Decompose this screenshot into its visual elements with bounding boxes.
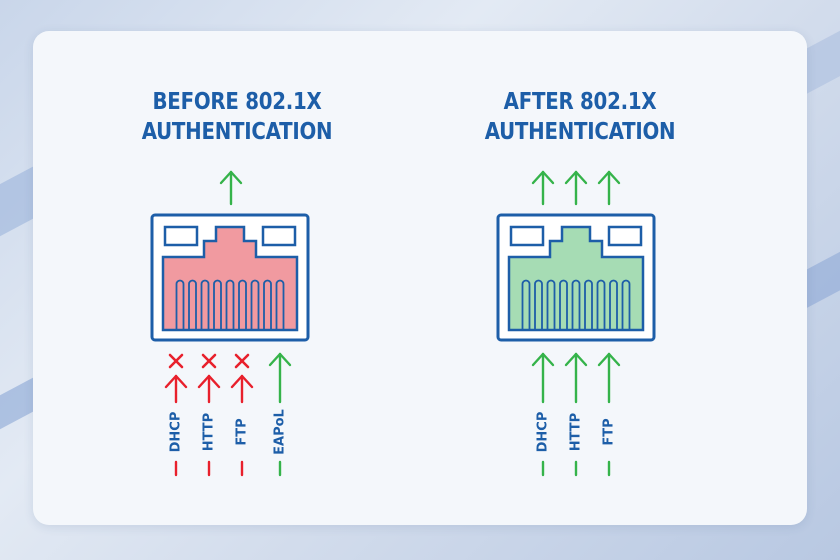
panel1-ethernet-port-icon-pin bbox=[559, 279, 568, 329]
panel1-output-arrow-icon-head bbox=[564, 170, 588, 185]
panel1-output-arrow-icon bbox=[597, 170, 621, 206]
panel0-protocol-3-arrow-icon-head bbox=[268, 352, 292, 367]
panel0-protocol-2-arrow-icon bbox=[230, 374, 254, 404]
panel0-protocol-0-label: DHCP bbox=[169, 412, 184, 453]
panel0-ethernet-port-icon-pin bbox=[200, 279, 210, 329]
before-title: BEFORE 802.1X AUTHENTICATION bbox=[99, 87, 374, 147]
panel0-ethernet-port-icon-pin bbox=[225, 279, 235, 329]
panel0-protocol-1-label: HTTP bbox=[202, 413, 217, 451]
panel1-ethernet-port-icon-pin bbox=[584, 279, 593, 329]
panel0-output-arrow-icon bbox=[219, 170, 243, 206]
after-title: AFTER 802.1X AUTHENTICATION bbox=[442, 87, 717, 147]
panel0-ethernet-port-icon-pin bbox=[175, 279, 185, 329]
panel1-ethernet-port-icon-led-left bbox=[509, 225, 545, 247]
panel0-ethernet-port-icon-pin bbox=[275, 279, 285, 329]
panel0-protocol-2-blocked-x-icon-b bbox=[234, 353, 250, 369]
panel1-ethernet-port-icon-pin bbox=[621, 279, 631, 329]
panel1-protocol-2-label: FTP bbox=[602, 418, 617, 445]
after-title-line1: AFTER 802.1X bbox=[503, 89, 657, 115]
panel1-protocol-2-arrow-icon-head bbox=[597, 352, 621, 367]
panel0-ethernet-port-icon-pin bbox=[188, 279, 197, 329]
before-title-line1: BEFORE 802.1X bbox=[152, 89, 322, 115]
panel1-protocol-2-arrow-icon bbox=[597, 352, 621, 404]
panel1-protocol-0-arrow-icon bbox=[531, 352, 555, 404]
panel1-protocol-1-arrow-icon bbox=[564, 352, 588, 404]
panel1-output-arrow-icon-head bbox=[597, 170, 621, 185]
panel1-ethernet-port-icon-pin bbox=[596, 279, 606, 329]
panel0-ethernet-port-icon-led-right bbox=[261, 225, 297, 247]
panel0-ethernet-port-icon-pin bbox=[238, 279, 247, 329]
panel0-output-arrow-icon-head bbox=[219, 170, 243, 185]
panel0-protocol-2-blocked-x-icon bbox=[234, 353, 250, 369]
panel0-protocol-0-blocked-x-icon bbox=[168, 353, 184, 369]
panel1-output-arrow-icon bbox=[531, 170, 555, 206]
panel1-protocol-1-label: HTTP bbox=[569, 413, 584, 451]
panel0-protocol-1-blocked-x-icon bbox=[201, 353, 217, 369]
panel1-ethernet-port-icon-pin bbox=[546, 279, 556, 329]
panel1-protocol-0-arrow-icon-head bbox=[531, 352, 555, 367]
panel0-protocol-2-label: FTP bbox=[235, 418, 250, 445]
before-title-line2: AUTHENTICATION bbox=[141, 119, 333, 145]
panel0-protocol-1-arrow-icon bbox=[197, 374, 221, 404]
panel0-ethernet-port-icon-led-left bbox=[163, 225, 199, 247]
panel1-ethernet-port-icon bbox=[496, 213, 656, 342]
panel0-ethernet-port-icon-pin bbox=[213, 279, 222, 329]
panel0-ethernet-port-icon-pin bbox=[263, 279, 272, 329]
panel1-ethernet-port-icon-pin bbox=[609, 279, 618, 329]
panel0-protocol-3-arrow-icon bbox=[268, 352, 292, 404]
panel0-ethernet-port-icon-pin bbox=[250, 279, 260, 329]
panel0-protocol-2-arrow-icon-head bbox=[230, 374, 254, 389]
panel0-protocol-0-blocked-x-icon-b bbox=[168, 353, 184, 369]
panel0-protocol-0-arrow-icon bbox=[164, 374, 188, 404]
panel1-ethernet-port-icon-pin bbox=[571, 279, 581, 329]
panel1-output-arrow-icon-head bbox=[531, 170, 555, 185]
panel1-ethernet-port-icon-pin bbox=[534, 279, 543, 329]
panel1-ethernet-port-icon-pin bbox=[521, 279, 531, 329]
panel0-protocol-3-label: EAPoL bbox=[273, 409, 288, 455]
panel1-protocol-0-label: DHCP bbox=[536, 412, 551, 453]
panel0-protocol-1-arrow-icon-head bbox=[197, 374, 221, 389]
panel1-ethernet-port-icon-led-right bbox=[607, 225, 643, 247]
panel0-protocol-1-blocked-x-icon-b bbox=[201, 353, 217, 369]
panel1-output-arrow-icon bbox=[564, 170, 588, 206]
panel0-ethernet-port-icon bbox=[150, 213, 310, 342]
after-title-line2: AUTHENTICATION bbox=[484, 119, 676, 145]
panel0-protocol-0-arrow-icon-head bbox=[164, 374, 188, 389]
panel1-protocol-1-arrow-icon-head bbox=[564, 352, 588, 367]
